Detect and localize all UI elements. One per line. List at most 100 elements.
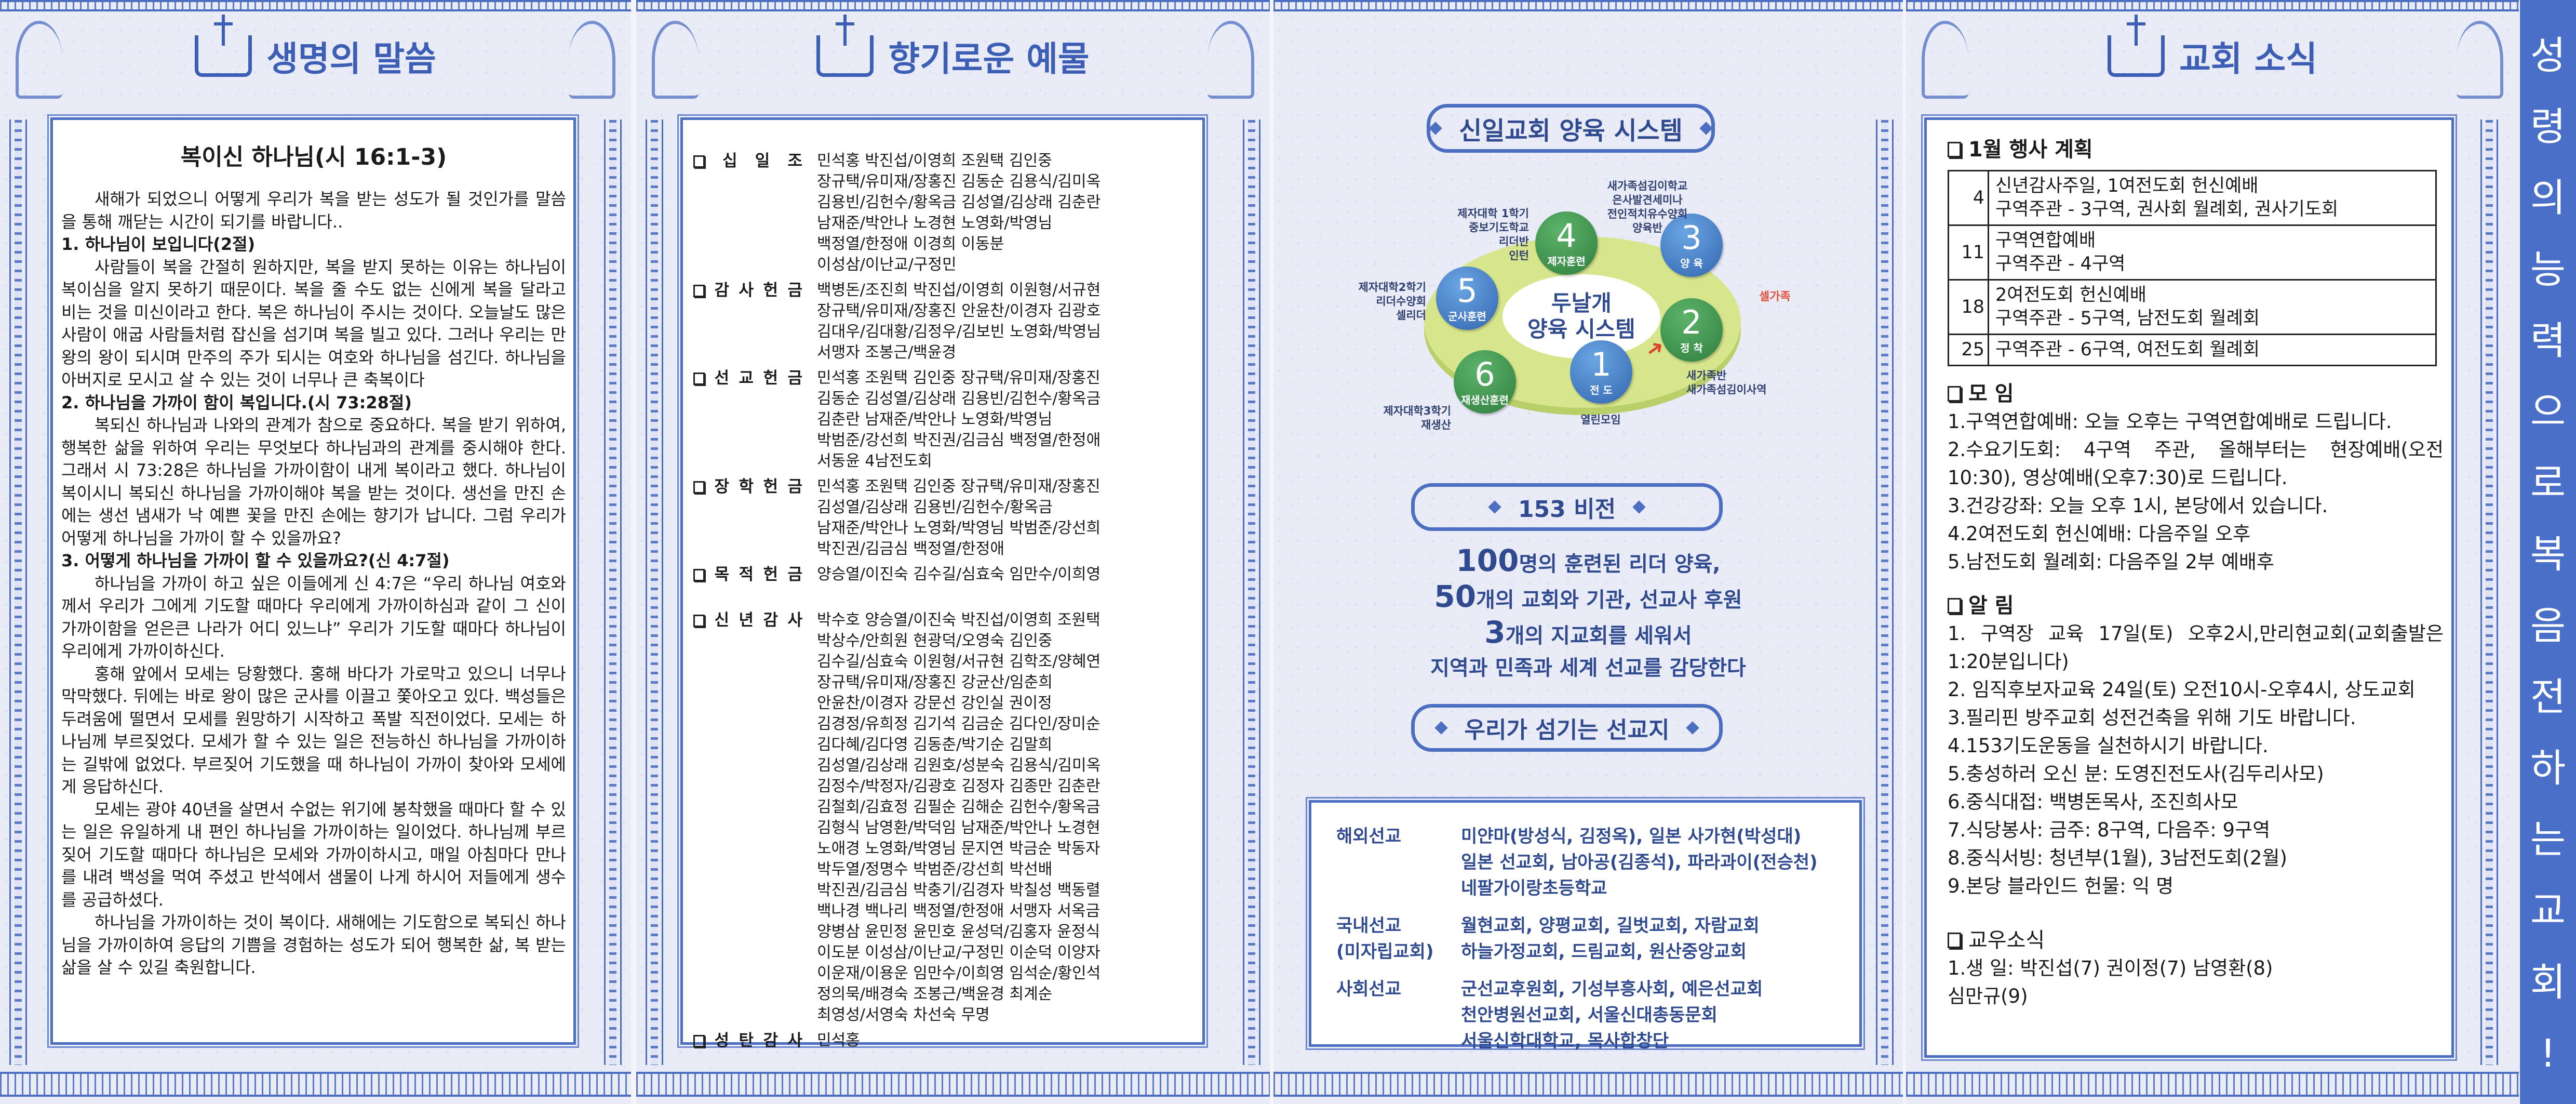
notice-item: 2. 임직후보자교육 24일(토) 오전10시-오후4시, 상도교회 — [1948, 679, 2416, 701]
step-label: 전 도 — [1590, 383, 1613, 396]
donor-line: 안윤찬/이경자 강문선 강인실 권이정 — [817, 694, 1052, 712]
section-heading: 모 임 — [1948, 380, 2445, 408]
offering-label-char: 적 — [739, 565, 754, 584]
offering-label-char: 헌 — [763, 565, 778, 584]
donor-line: 백나경 백나리 백정열/한정애 서맹자 서옥금 — [817, 902, 1101, 920]
mission-list: 미얀마(방성식, 김정옥), 일본 사가현(박성대)일본 선교회, 남아공(김종… — [1461, 823, 1818, 901]
offering-label-char: 금 — [787, 369, 802, 388]
offering-label-char: 십 — [722, 152, 737, 170]
slogan-char: 령 — [2530, 104, 2566, 150]
sermon-box: 복이신 하나님(시 16:1-3) 새해가 되었으니 어떻게 우리가 복을 받는… — [50, 117, 576, 1045]
panel-title: 향기로운 예물 — [888, 39, 1090, 79]
donor-line: 이운재/이용운 임만수/이희영 임석순/황인석 — [817, 964, 1101, 982]
center-label: 양육 시스템 — [1527, 316, 1635, 342]
diagram-center: 두날개 양육 시스템 — [1502, 274, 1660, 358]
event-line: 구역주관 - 6구역, 여전도회 월례회 — [1995, 339, 2260, 360]
step-number: 2 — [1681, 303, 1702, 341]
slogan-char: 교 — [2530, 888, 2566, 934]
donor-line: 남재준/박안나 노영화/박영님 박범준/강선희 — [817, 519, 1101, 537]
diamond-icon — [1488, 500, 1501, 514]
event-day: 11 — [1948, 224, 1989, 281]
corner-ornament — [1208, 21, 1254, 99]
decorative-side-border — [9, 119, 27, 1065]
offering-label-char: 일 — [755, 152, 770, 170]
event-day: 4 — [1948, 170, 1989, 226]
checkbox-bullet-icon — [1948, 142, 1961, 157]
donor-line: 김경정/유희정 김기석 김금순 김다인/장미순 — [817, 715, 1101, 733]
mission-category-line: 국내선교 — [1336, 915, 1402, 936]
vision-number: 50 — [1434, 579, 1477, 614]
checkbox-bullet-icon — [1948, 933, 1961, 948]
offering-label-char: 사 — [787, 611, 802, 630]
center-label: 두날개 — [1551, 290, 1612, 316]
slogan-char: 음 — [2530, 603, 2566, 648]
step-description-line: 셀리더 — [1396, 309, 1426, 322]
decorative-side-border — [2480, 119, 2498, 1065]
mission-title-box: 우리가 섬기는 선교지 — [1411, 704, 1723, 752]
donor-line: 김정수/박정자/김광호 김정자 김종만 김춘란 — [817, 777, 1101, 795]
step-number: 1 — [1591, 345, 1612, 383]
step-label: 군사훈련 — [1448, 310, 1486, 323]
donor-line: 서맹자 조봉근/백윤경 — [817, 343, 957, 362]
slogan-char: 는 — [2530, 817, 2566, 862]
sermon-body: 새해가 되었으니 어떻게 우리가 복을 받는 성도가 될 것인가를 말씀을 통해… — [61, 188, 566, 979]
step-number: 5 — [1457, 271, 1478, 310]
donor-line: 백정열/한정애 이경희 이동분 — [817, 235, 1004, 253]
event-line: 2여전도회 헌신예배 — [1995, 285, 2146, 305]
offering-label-char: 헌 — [763, 477, 778, 496]
system-title: 신일교회 양육 시스템 — [1459, 116, 1683, 145]
mission-category-line: 해외선교 — [1336, 826, 1402, 847]
vision-number: 3 — [1484, 615, 1506, 650]
panel-header: 교회 소식 — [1906, 15, 2519, 81]
donor-line: 장규택/유미재/장홍진 안윤찬/이경자 김광호 — [817, 302, 1101, 320]
vision-text: 개의 교회와 기관, 선교사 후원 — [1476, 588, 1742, 612]
event-day: 18 — [1948, 279, 1989, 335]
system-title-box: 신일교회 양육 시스템 — [1427, 104, 1715, 153]
vision-line: 3개의 지교회를 세워서 — [1273, 616, 1903, 652]
donor-line: 이성삼/이난교/구정민 — [817, 256, 957, 274]
offering-label-char: 감 — [763, 611, 778, 630]
decorative-top-border — [636, 0, 1270, 11]
offering-label-char: 금 — [787, 565, 802, 584]
sermon-subheading: 3. 어떻게 하나님을 가까이 할 수 있을까요?(신 4:7절) — [61, 551, 450, 570]
diamond-icon — [1632, 500, 1646, 514]
meeting-item: 4.2여전도회 헌신예배: 다음주일 오후 — [1948, 523, 2251, 545]
vision-line: 100명의 훈련된 리더 양육, — [1273, 544, 1903, 580]
decorative-bottom-border — [1273, 1072, 1903, 1097]
donor-line: 서동윤 4남전도회 — [817, 452, 932, 470]
checkbox-bullet-icon — [693, 1035, 705, 1047]
step-description-line: 은사발견세미나 — [1612, 194, 1683, 206]
notice-item: 6.중식대접: 백병돈목사, 조진희사모 — [1948, 791, 2238, 813]
slogan-char: 능 — [2530, 247, 2566, 292]
donor-line: 장규택/유미재/장홍진 강균산/임춘희 — [817, 673, 1053, 691]
slogan-char: 전 — [2530, 674, 2566, 720]
mission-title: 우리가 섬기는 선교지 — [1464, 717, 1670, 743]
event-line: 구역주관 - 3구역, 권사회 월례회, 권사기도회 — [1995, 199, 2339, 220]
step-description-line: 재생산 — [1421, 419, 1451, 431]
vision-line: 지역과 민족과 세계 선교를 감당한다 — [1273, 652, 1903, 684]
vision-number: 100 — [1456, 543, 1519, 578]
donor-line: 김용빈/김헌수/황옥금 김성열/김상래 김춘란 — [817, 193, 1101, 211]
vision-line: 50개의 교회와 기관, 선교사 후원 — [1273, 580, 1903, 616]
panel-header: 향기로운 예물 — [636, 15, 1270, 81]
decorative-side-border — [1243, 119, 1260, 1065]
slogan-char: 하 — [2530, 746, 2566, 791]
